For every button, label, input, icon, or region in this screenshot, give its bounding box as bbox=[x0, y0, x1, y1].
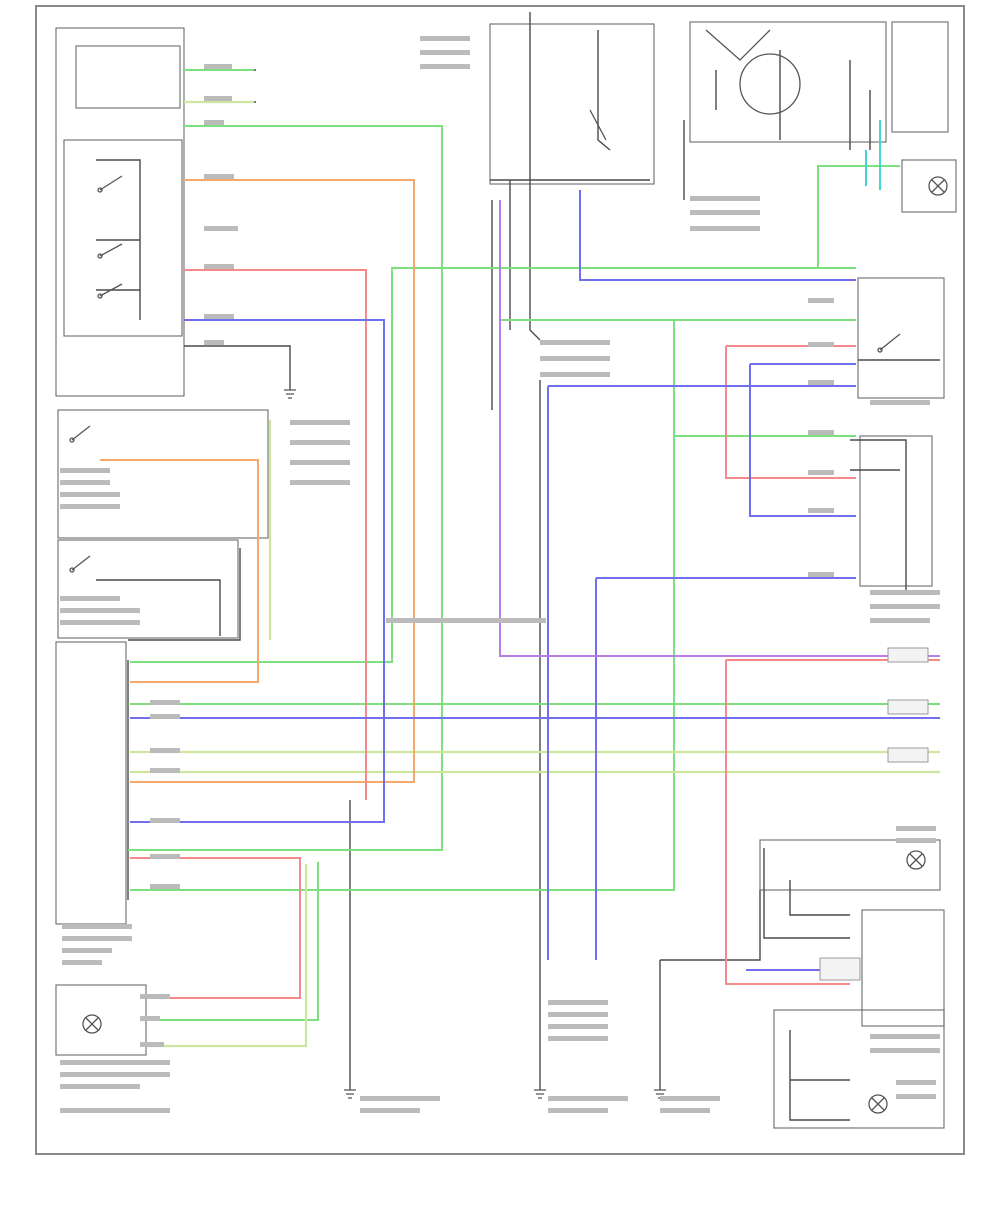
blue-wires bbox=[130, 190, 940, 971]
motor-icon bbox=[705, 29, 801, 115]
key-switch-box bbox=[57, 539, 239, 639]
lamp-icon bbox=[868, 1094, 888, 1114]
red-wires bbox=[130, 269, 940, 999]
orange-wires bbox=[100, 179, 415, 783]
side-panel-box bbox=[891, 21, 949, 133]
lamp-icon bbox=[82, 1014, 102, 1034]
switch-icon bbox=[69, 109, 901, 573]
yellow-green-wires bbox=[130, 100, 940, 1048]
lamp-icon bbox=[928, 176, 948, 196]
lamp-box-bottom-right-1 bbox=[759, 839, 941, 891]
lamp-box-bottom-left bbox=[55, 984, 147, 1056]
switch-module-box bbox=[55, 27, 185, 397]
lamp-icon bbox=[906, 850, 926, 870]
cyan-wires bbox=[865, 120, 881, 190]
lamp-box-bottom-right-2 bbox=[773, 1009, 945, 1129]
relay-box-top bbox=[75, 45, 181, 109]
sensor-box-right bbox=[859, 435, 933, 587]
connector-icon bbox=[819, 647, 929, 981]
control-unit-box bbox=[55, 641, 127, 925]
diagram-frame bbox=[35, 5, 965, 1155]
green-wires bbox=[128, 69, 940, 1021]
door-switch-box bbox=[57, 409, 269, 539]
ground-icon bbox=[284, 389, 666, 1099]
module-box-bottom-right bbox=[861, 909, 945, 1027]
relay-box-center bbox=[489, 23, 655, 185]
lamp-box-top-right bbox=[901, 159, 957, 213]
component-outlines bbox=[55, 21, 957, 1129]
wire-code-marks bbox=[60, 36, 940, 1113]
switch-box-right bbox=[857, 277, 945, 399]
motor-box-top-right bbox=[689, 21, 887, 143]
relay-box-mid bbox=[63, 139, 183, 337]
purple-wires bbox=[499, 200, 940, 657]
